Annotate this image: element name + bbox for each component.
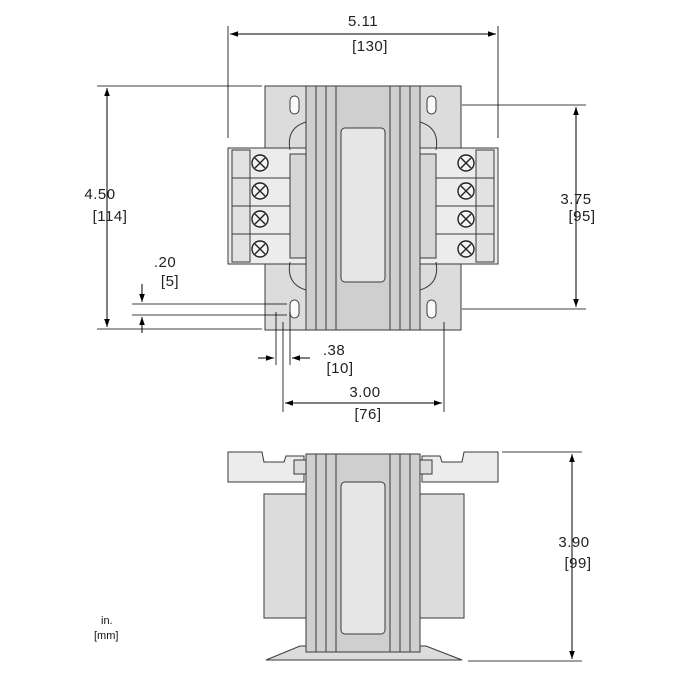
terminal-screw-icon <box>251 154 269 172</box>
dim-height: 4.50 [114] <box>84 85 262 330</box>
dim-width-mm: [130] <box>352 38 388 55</box>
dim-height-in: 4.50 <box>84 186 115 203</box>
side-terminal-right <box>419 451 499 483</box>
mounting-slot <box>289 95 300 115</box>
core-window <box>340 127 386 283</box>
units-legend: in. [mm] <box>94 615 118 642</box>
terminal-screw-icon <box>251 182 269 200</box>
dim-width-in: 5.11 <box>348 13 378 30</box>
dim-mount-width: 3.00 [76] <box>282 322 445 423</box>
dim-slot-width-mm: [10] <box>326 360 353 377</box>
terminal-screw-icon <box>457 154 475 172</box>
dim-slot-width-in: .38 <box>323 342 345 359</box>
terminal-screw-icon <box>457 240 475 258</box>
dim-width: 5.11 [130] <box>227 13 499 138</box>
mounting-slot <box>426 299 437 319</box>
units-inch-label: in. <box>101 615 113 627</box>
dim-mount-height-in: 3.75 <box>560 191 591 208</box>
mounting-slot <box>426 95 437 115</box>
dim-depth-in: 3.90 <box>558 534 589 551</box>
dim-depth-mm: [99] <box>564 555 591 572</box>
dim-slot: .20 [5] <box>132 254 287 333</box>
terminal-screw-icon <box>457 210 475 228</box>
terminal-screw-icon <box>251 240 269 258</box>
top-view: 5.11 [130] 4.50 [114] 3.75 [95] .20 [5] <box>84 13 595 423</box>
terminal-screw-icon <box>251 210 269 228</box>
dim-depth: 3.90 [99] <box>468 451 591 662</box>
side-core-window <box>340 481 386 635</box>
side-view: 3.90 [99] <box>227 451 591 662</box>
dim-mount-width-mm: [76] <box>354 406 381 423</box>
laminated-core <box>305 85 421 331</box>
coil-left <box>263 493 309 619</box>
dim-mount-height-mm: [95] <box>568 208 595 225</box>
dim-mount-height: 3.75 [95] <box>462 104 595 310</box>
dim-height-mm: [114] <box>93 208 128 225</box>
dim-slot-mm: [5] <box>161 273 179 290</box>
units-mm-label: [mm] <box>94 630 118 642</box>
dim-mount-width-in: 3.00 <box>349 384 380 401</box>
dim-slot-in: .20 <box>154 254 176 271</box>
terminal-screw-icon <box>457 182 475 200</box>
mounting-slot <box>289 299 300 319</box>
side-terminal-left <box>227 451 307 483</box>
side-laminated-core <box>305 453 421 653</box>
right-terminal-block <box>419 147 499 265</box>
dim-slot-width: .38 [10] <box>258 312 353 377</box>
coil-right <box>417 493 465 619</box>
left-terminal-block <box>227 147 307 265</box>
